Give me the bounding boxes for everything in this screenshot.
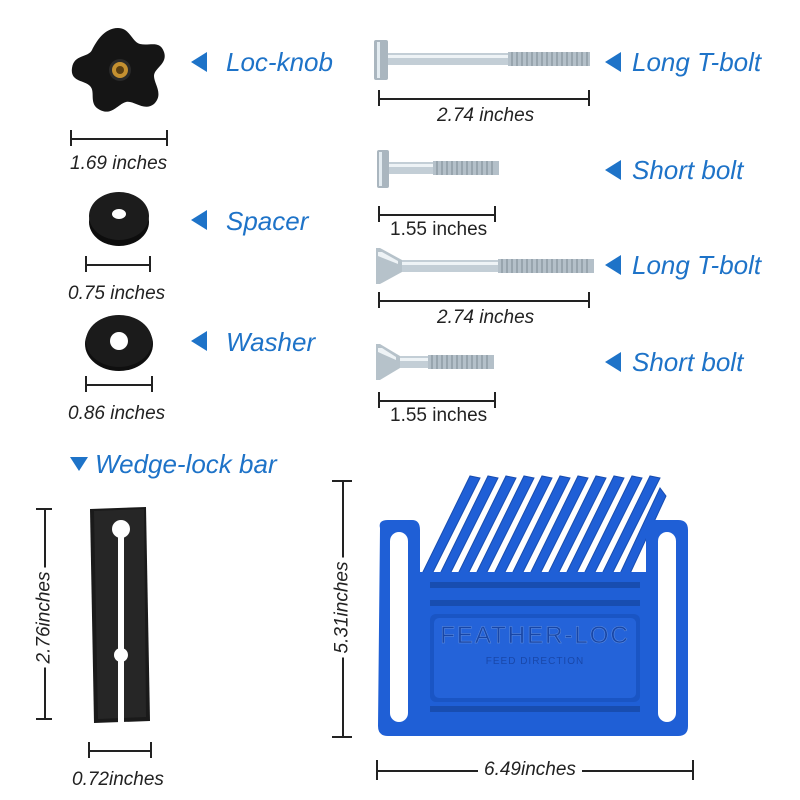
featherboard-brand-text: FEATHER-LOC — [440, 622, 630, 650]
long-t-bolt-image — [374, 40, 590, 80]
wedge-lock-height-dimension: 2.76inches — [34, 567, 55, 668]
short-bolt-pointer-icon — [605, 160, 621, 180]
spacer-image — [89, 192, 149, 246]
long-countersunk-bolt-label: Long T-bolt — [632, 250, 762, 280]
wedge-lock-bar-label: Wedge-lock bar — [95, 449, 277, 479]
spacer-pointer-icon — [191, 210, 207, 230]
wedge-lock-width-dimension: 0.72inches — [72, 769, 164, 790]
featherboard-image — [378, 475, 688, 736]
short-countersunk-bolt-image — [376, 344, 494, 380]
long-t-bolt-pointer-icon — [605, 52, 621, 72]
long-countersunk-bolt-dimension: 2.74 inches — [437, 307, 535, 328]
featherboard-width-dimension: 6.49inches — [478, 760, 582, 779]
short-countersunk-bolt-dimension: 1.55 inches — [390, 405, 488, 426]
loc-knob-pointer-icon — [191, 52, 207, 72]
loc-knob-label: Loc-knob — [226, 47, 333, 77]
featherboard-subtext: FEED DIRECTION — [485, 656, 585, 667]
washer-image — [85, 315, 153, 371]
short-countersunk-bolt-pointer-icon — [605, 352, 621, 372]
short-bolt-dimension: 1.55 inches — [390, 219, 488, 240]
short-bolt-label: Short bolt — [632, 155, 744, 185]
loc-knob-dimension-line — [70, 138, 168, 140]
loc-knob-image — [71, 28, 165, 112]
wedge-lock-bar-image — [90, 507, 150, 723]
washer-pointer-icon — [191, 331, 207, 351]
short-countersunk-bolt-label: Short bolt — [632, 347, 744, 377]
long-countersunk-bolt-image — [376, 248, 594, 284]
spacer-label: Spacer — [226, 206, 309, 236]
featherboard-height-dimension: 5.31inches — [332, 557, 353, 658]
wedge-lock-pointer-icon — [70, 457, 88, 471]
long-t-bolt-dimension: 2.74 inches — [437, 105, 535, 126]
long-countersunk-bolt-pointer-icon — [605, 255, 621, 275]
washer-label: Washer — [226, 327, 316, 357]
long-t-bolt-label: Long T-bolt — [632, 47, 762, 77]
washer-dimension: 0.86 inches — [68, 403, 166, 424]
short-bolt-image — [377, 150, 499, 188]
spacer-dimension: 0.75 inches — [68, 283, 166, 304]
loc-knob-dimension: 1.69 inches — [70, 153, 168, 174]
